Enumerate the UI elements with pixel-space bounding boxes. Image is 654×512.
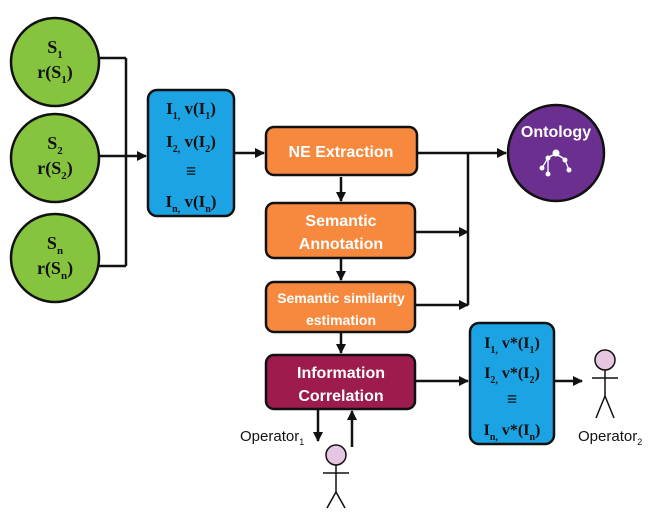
ellipsis-symbol: ≡ (507, 389, 517, 409)
connectors (98, 56, 583, 447)
operator-1: Operator1 (240, 428, 349, 509)
operator-2: Operator2 (578, 349, 642, 447)
source-2: S2 r(S2) (9, 112, 101, 204)
input-row: I2, v(I2) (166, 132, 216, 155)
output-row: In, v*(In) (484, 422, 541, 443)
semantic-annotation-label-line1: Semantic (305, 213, 376, 230)
semantic-similarity-label-line2: estimation (306, 312, 376, 328)
information-correlation-label-line1: Information (297, 365, 385, 382)
input-row: I1, v(I1) (166, 99, 216, 122)
output-info-list: I1, v*(I1) I2, v*(I2) ≡ In, v*(In) (468, 321, 556, 446)
information-correlation-box (264, 353, 417, 411)
semantic-annotation-step: Semantic Annotation (264, 201, 417, 260)
source-circle (9, 16, 101, 108)
source-reliability: r(S1) (37, 62, 73, 86)
semantic-similarity-box (264, 280, 417, 334)
operator-1-label: Operator1 (240, 428, 304, 447)
output-row: I1, v*(I1) (484, 335, 540, 356)
ne-extraction-step: NE Extraction (264, 125, 419, 177)
ontology-label: Ontology (521, 124, 591, 141)
semantic-annotation-label-line2: Annotation (299, 236, 383, 253)
tree-icon (539, 149, 572, 177)
output-row: I2, v*(I2) (484, 365, 540, 386)
semantic-similarity-label-line1: Semantic similarity (277, 290, 405, 306)
source-circle (9, 212, 101, 304)
input-row: In, v(In) (166, 192, 217, 215)
semantic-annotation-box (264, 201, 417, 260)
ellipsis-symbol: ≡ (186, 161, 196, 181)
input-list-box (146, 88, 236, 218)
ne-extraction-label: NE Extraction (289, 144, 394, 161)
operator-2-label: Operator2 (578, 428, 642, 447)
semantic-similarity-step: Semantic similarity estimation (264, 280, 417, 334)
person-icon (592, 349, 618, 419)
information-correlation-label-line2: Correlation (298, 388, 383, 405)
output-list-box (468, 321, 556, 446)
ne-extraction-box (264, 125, 419, 177)
source-circle (9, 112, 101, 204)
ontology-node: Ontology (506, 103, 606, 203)
source-label: S1 (47, 37, 63, 61)
input-info-list: I1, v(I1) I2, v(I2) ≡ In, v(In) (146, 88, 236, 218)
source-reliability: r(S2) (37, 158, 73, 182)
source-label: S2 (47, 133, 63, 157)
source-label: Sn (47, 233, 63, 257)
source-reliability: r(Sn) (37, 258, 73, 282)
information-correlation-step: Information Correlation (264, 353, 417, 411)
source-n: Sn r(Sn) (9, 212, 101, 304)
source-1: S1 r(S1) (9, 16, 101, 108)
person-icon (323, 444, 349, 509)
